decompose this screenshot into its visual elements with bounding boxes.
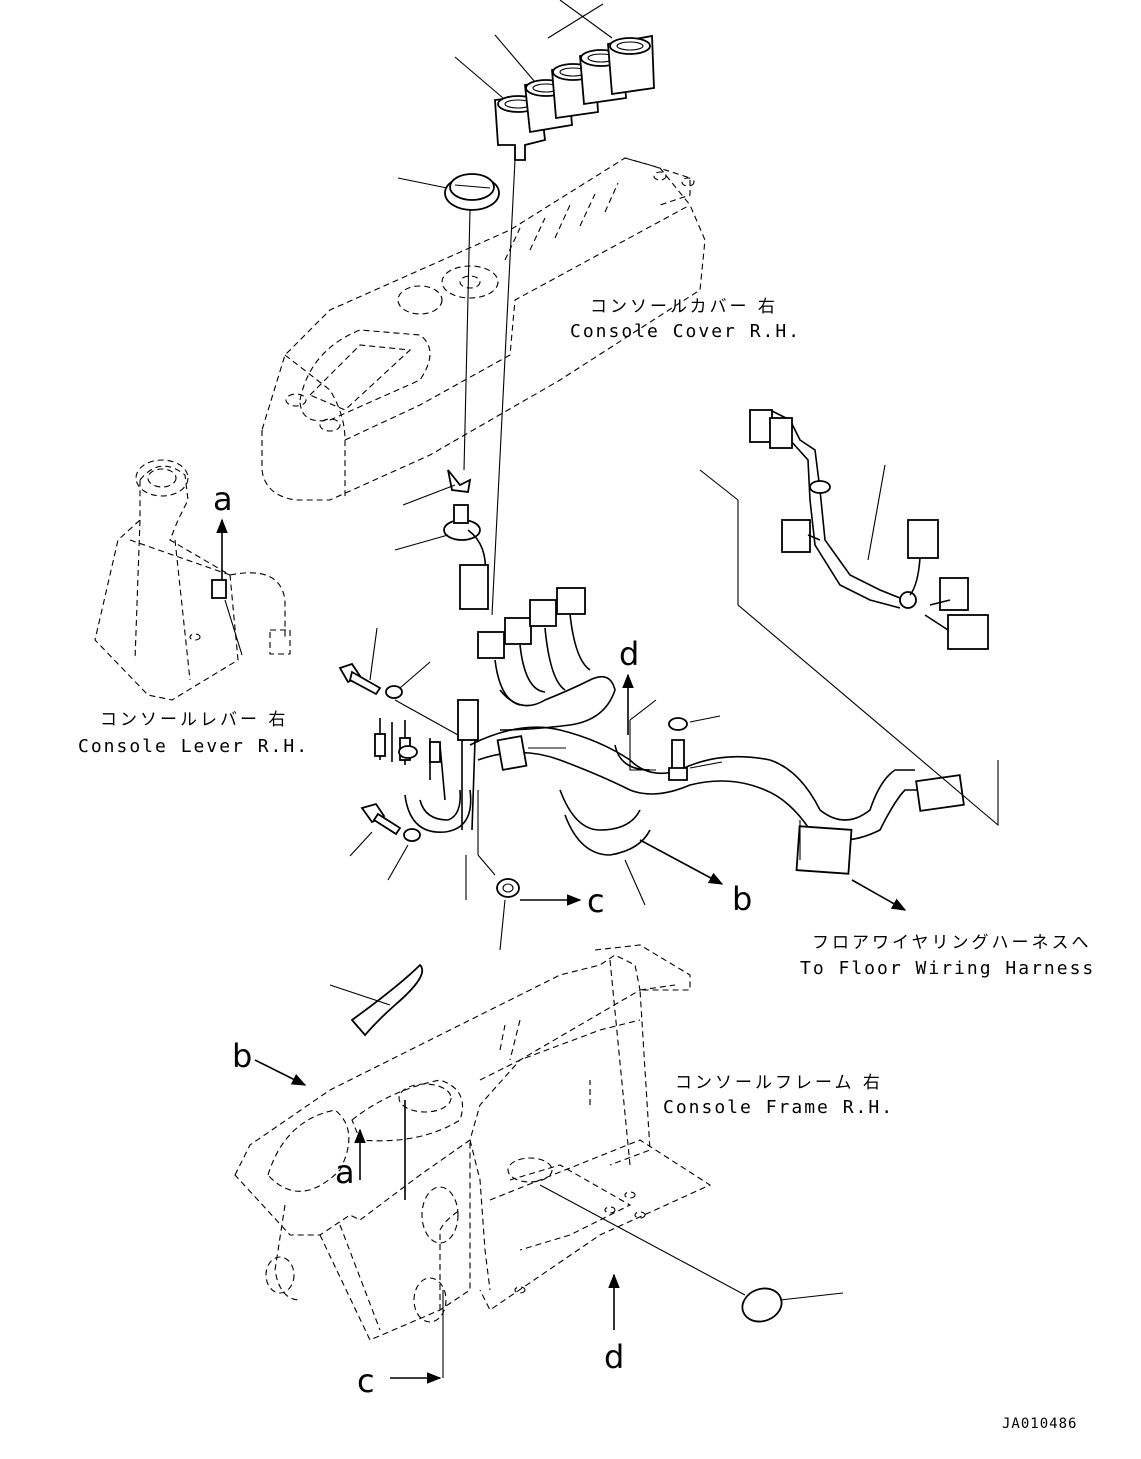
switch-5 (607, 34, 655, 96)
wiring-harness (374, 587, 965, 875)
console-frame-label-en: Console Frame R.H. (663, 1097, 894, 1118)
console-lever-label-jp: コンソールレバー 右 (100, 710, 288, 730)
clip (402, 469, 472, 506)
bolt-right (629, 699, 723, 781)
console-lever-label-en: Console Lever R.H. (78, 736, 309, 757)
harness-inset (699, 409, 999, 827)
view-letter-c-bottom: c (357, 1362, 375, 1400)
view-letter-d-bottom: d (604, 1338, 624, 1376)
view-letter-c-right: c (587, 882, 605, 920)
console-cover-label-jp: コンソールカバー 右 (590, 297, 778, 317)
view-letter-a-top: a (213, 480, 233, 518)
plug-cap (539, 1184, 844, 1323)
view-letter-b-left: b (232, 1037, 252, 1075)
console-cover-label-en: Console Cover R.H. (570, 321, 801, 342)
view-letter-a-bottom: a (335, 1153, 355, 1191)
grommet (465, 790, 520, 951)
rocker-switch-group (454, 0, 655, 161)
console-frame-label-jp: コンソールフレーム 右 (675, 1073, 883, 1093)
drawing-id: JA010486 (1002, 1416, 1077, 1432)
view-letter-d-top: d (619, 635, 639, 673)
console-lever (94, 459, 291, 701)
rotary-knob (397, 173, 500, 211)
bolt-lower-left (349, 802, 421, 881)
floor-harness-label-jp: フロアワイヤリングハーネスへ (812, 933, 1092, 953)
floor-harness-label-en: To Floor Wiring Harness (800, 958, 1095, 979)
bolt-upper-left (338, 627, 431, 699)
console-cover (261, 157, 706, 616)
potentiometer (394, 504, 489, 610)
view-letter-b-right: b (732, 880, 752, 918)
console-frame (234, 944, 712, 1341)
